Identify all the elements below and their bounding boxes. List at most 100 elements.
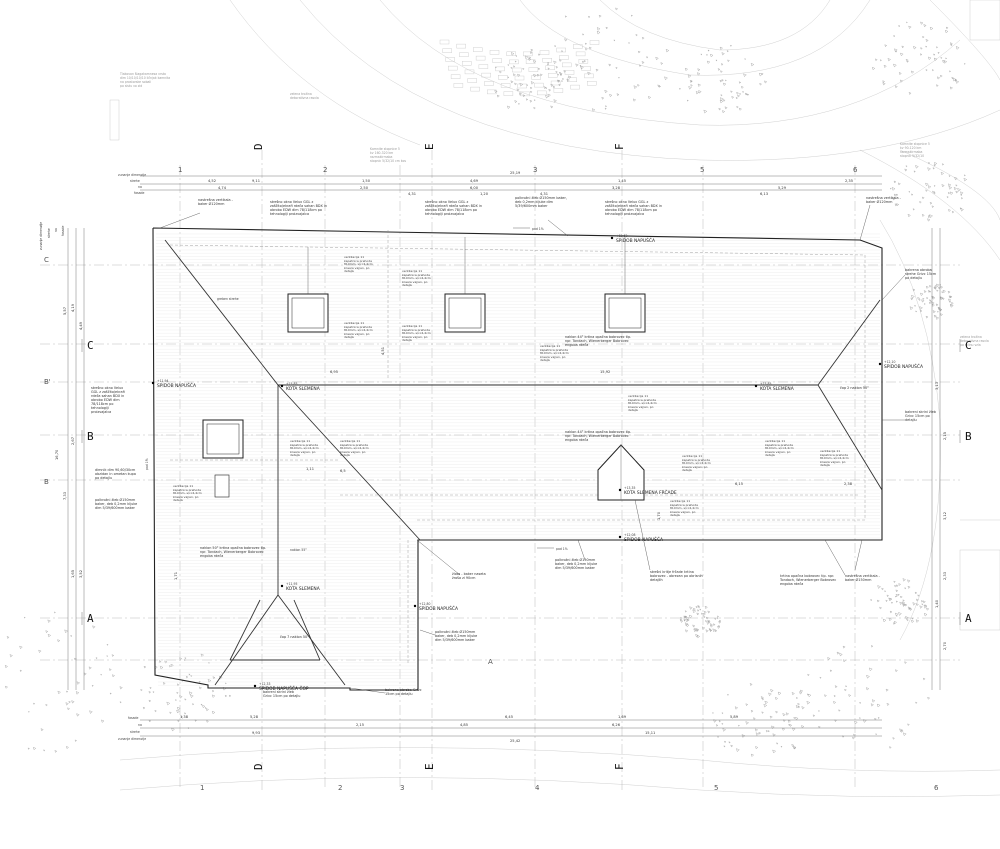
- label-na: na: [138, 185, 142, 189]
- label-left-strehe: strehe: [47, 228, 51, 238]
- dim-label: 9,11: [252, 179, 260, 183]
- axis-num-6-top: 6: [853, 166, 858, 174]
- axis-letter-d-bottom: D: [252, 763, 265, 770]
- fall-arrow-bottom: pad 1%: [556, 547, 568, 551]
- site-note-topmid: zelena trožina dekorativna rasvla: [290, 92, 319, 100]
- dim-label: 2,33: [943, 572, 947, 580]
- label-strehe: strehe: [130, 179, 140, 183]
- axis-num-2-bottom: 2: [338, 784, 342, 792]
- note-ridge: greben strehe: [217, 297, 239, 301]
- side-letter-b-prime: B': [44, 378, 51, 386]
- note-slope-right: čop 2 naklon 50°: [840, 386, 869, 390]
- elev-value: +13,35: [624, 486, 635, 490]
- dim-label: 3,13: [935, 382, 939, 390]
- axis-letter-b-left: B: [87, 430, 94, 443]
- label-b-na: na: [138, 723, 142, 727]
- dim-inner: 6,15: [735, 482, 743, 486]
- elev-value: +11,95: [286, 582, 297, 586]
- note-gutter-left: polkrožni žleb Ø150mm baker, deb 0,2mm k…: [95, 498, 137, 510]
- gravel-pattern: [4, 7, 968, 757]
- dim-label: 2,67: [71, 437, 75, 445]
- axis-num-1-bottom: 1: [200, 784, 204, 792]
- dim-label: 4,19: [71, 303, 75, 312]
- dim-label: 6,45: [505, 715, 513, 719]
- dim-label: 2,35: [845, 179, 853, 183]
- elev-name: SPIDOB NAPUŠČA: [157, 382, 196, 389]
- note-vent-4: ventilacija 11 kapatnica prehoda 810mm, …: [344, 322, 373, 339]
- dim-inner: 1,11: [306, 467, 314, 471]
- label-b-strehe: strehe: [130, 730, 140, 734]
- axis-letter-a-left: A: [87, 612, 94, 625]
- site-context: Tlakovan šlagakamnesa vrsta dim 10/10/10…: [4, 0, 1000, 797]
- dim-label: 5,29: [778, 186, 787, 190]
- axis-num-6-bottom: 6: [934, 784, 939, 792]
- dim-label: 6,13: [760, 192, 768, 196]
- note-vent-7: ventilacija 11 kapatnica prehoda 810mm, …: [628, 395, 657, 412]
- label-fasade: fasade: [134, 191, 144, 195]
- dim-label: 5,28: [250, 715, 259, 719]
- note-valley: žlota - baker naseta žroša zi 90cm: [452, 572, 486, 580]
- axis-num-5-bottom: 5: [714, 784, 718, 792]
- elev-name: KOTA SLEMENA: [760, 386, 794, 392]
- elev-name: KOTA SLEMENA FRČADE: [624, 489, 677, 496]
- dim-label: 4,31: [408, 192, 416, 196]
- fall-arrow-top: pad 1%: [532, 227, 544, 231]
- dim-label: 1,65: [71, 570, 75, 578]
- note-chimney: dimnik dim 90,60/30cm obzidan in ometan …: [95, 468, 136, 480]
- note-gutter-bottom: polkrožni žleb Ø150mm baker, deb 0,2mm k…: [555, 558, 597, 570]
- dim-inner: 6,5: [340, 469, 346, 473]
- note-skylight-left: strešno okno Velux GGL z zaščito/ekrafi …: [91, 386, 125, 414]
- dim-label: 3,28: [612, 186, 621, 190]
- note-slope-bottom: krtina opačna bobrovec tip. npr. Tondach…: [780, 574, 836, 586]
- dim-label: 1,40: [935, 599, 939, 608]
- elev-value: +15,85: [286, 382, 297, 386]
- elev-value: +12,33: [259, 682, 270, 686]
- dim-label: 7,33: [63, 492, 67, 500]
- site-note-topleft: Tlakovan šlagakamnesa vrsta dim 10/10/10…: [119, 72, 171, 88]
- note-downpipe-topleft: nastrešna vertikala - baker Ø120mm: [198, 198, 233, 206]
- dim-label: 4,52: [208, 179, 216, 183]
- note-slope-bottom-left: čop 7 naklon 50°: [280, 635, 309, 639]
- fall-arrow-left: pad 1%: [145, 458, 149, 470]
- note-dormer-roof: strešni kritje frčade krtina bobrovec - …: [650, 570, 703, 582]
- label-b-zunanje: zunanje dimenzije: [118, 737, 146, 741]
- dimension-chains: 25,19 4,52 9,11 1,50 4,69 1,45 2,35 4,74…: [39, 171, 947, 743]
- elev-value: +12,08: [624, 533, 635, 537]
- site-note-right: zelena trožina dekorativna rasvla po mli…: [960, 335, 990, 347]
- note-snow-right1: bakrena obroba strehe Grivc 15cm po deta…: [905, 268, 936, 280]
- dim-label: 4,69: [470, 179, 479, 183]
- label-left-fasade: fasade: [61, 226, 65, 236]
- dim-label: 2,70: [943, 641, 947, 650]
- note-snow-right2: bakreni skrini žleb Grivc 15cm po detajl…: [905, 410, 936, 422]
- elev-value: +15,85: [760, 382, 771, 386]
- dim-bottom-total: 25,42: [510, 739, 520, 743]
- note-slope-mid: naklon 44° krtina opačna bobrovec tip. n…: [565, 430, 631, 442]
- side-letter-b: B: [44, 478, 49, 486]
- note-skylight-2: strešno okno Velux GGL z zaščito/ekrafi …: [425, 200, 482, 216]
- note-vent-13: ventilacija 11 kapatnica prehoda 810mm, …: [670, 500, 699, 517]
- elev-name: SPIDOB NAPUŠČA ČOP: [259, 685, 309, 692]
- axis-num-4-bottom: 4: [535, 784, 540, 792]
- elev-value: +12,80: [419, 602, 430, 606]
- dim-label: 4,49: [79, 321, 83, 330]
- dim-label: 1,38: [180, 715, 189, 719]
- dim-label: 4,85: [460, 723, 468, 727]
- note-slope-left2: naklon 55°: [290, 548, 307, 552]
- note-vent-5: ventilacija 11 kapatnica prehoda 810mm, …: [290, 440, 319, 457]
- axis-num-5-top: 5: [700, 166, 704, 174]
- dim-label: 2,15: [943, 432, 947, 440]
- note-vent-11: ventilacija 11 kapatnica prehoda 810mm, …: [820, 450, 849, 467]
- side-letter-a: A: [488, 658, 493, 666]
- elev-value: +12,62: [616, 234, 627, 238]
- elev-name: KOTA SLEMENA: [286, 586, 320, 592]
- dim-label: 2,50: [360, 186, 369, 190]
- axis-letter-a-right: A: [965, 612, 972, 625]
- dim-inner: 6,95: [330, 370, 338, 374]
- note-hip-bottom2: bakrena obroba Grivc 15cm po detajlu: [385, 688, 422, 696]
- annotations: strešno okno Velux GGL z zaščito/ekrafi …: [91, 196, 936, 698]
- elevation-markers: +12,62 SPIDOB NAPUŠČA +11,94 SPIDOB NAPU…: [151, 234, 923, 692]
- axis-letter-c-right: C: [965, 339, 972, 352]
- elev-value: +11,94: [157, 379, 168, 383]
- dim-inner: 1,71: [174, 572, 178, 580]
